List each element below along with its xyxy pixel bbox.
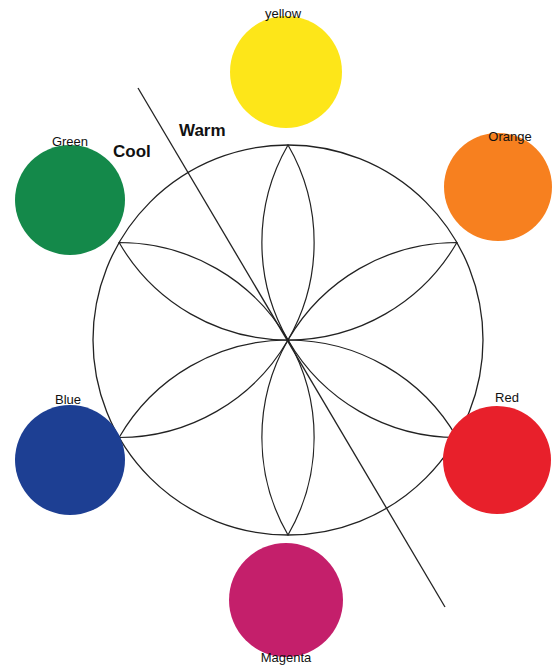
paint-circle (230, 16, 342, 128)
color-name: Magenta (261, 650, 312, 665)
color-name: yellow (265, 6, 301, 21)
color-swatch: Orange (443, 132, 552, 242)
color-swatch: Green (14, 144, 126, 256)
paint-circle (15, 405, 125, 515)
temperature-label: Cool (113, 142, 151, 162)
color-swatch: Blue (14, 404, 126, 516)
petals (119, 145, 457, 535)
swatch-shape (14, 404, 126, 516)
color-name: Red (495, 390, 519, 405)
swatch-shape (442, 405, 552, 515)
paint-circle (15, 145, 125, 255)
divider-line (138, 88, 445, 607)
swatch-shape (228, 542, 344, 658)
color-name: Blue (55, 392, 81, 407)
petal (119, 243, 288, 341)
petal (119, 340, 288, 438)
swatch-shape (443, 132, 552, 242)
paint-circle (444, 133, 552, 241)
paint-circle (229, 543, 343, 657)
outer-circle (93, 145, 483, 535)
petal (288, 243, 457, 341)
temperature-label: Warm (179, 121, 226, 141)
paint-circle (443, 406, 551, 514)
swatch-shape (14, 144, 126, 256)
swatch-shape (229, 15, 343, 129)
color-name: Orange (488, 129, 531, 144)
petal (262, 340, 314, 535)
color-swatch: Magenta (228, 542, 344, 658)
color-name: Green (52, 134, 88, 149)
color-swatch: Red (442, 405, 552, 515)
color-swatch: yellow (229, 15, 343, 129)
